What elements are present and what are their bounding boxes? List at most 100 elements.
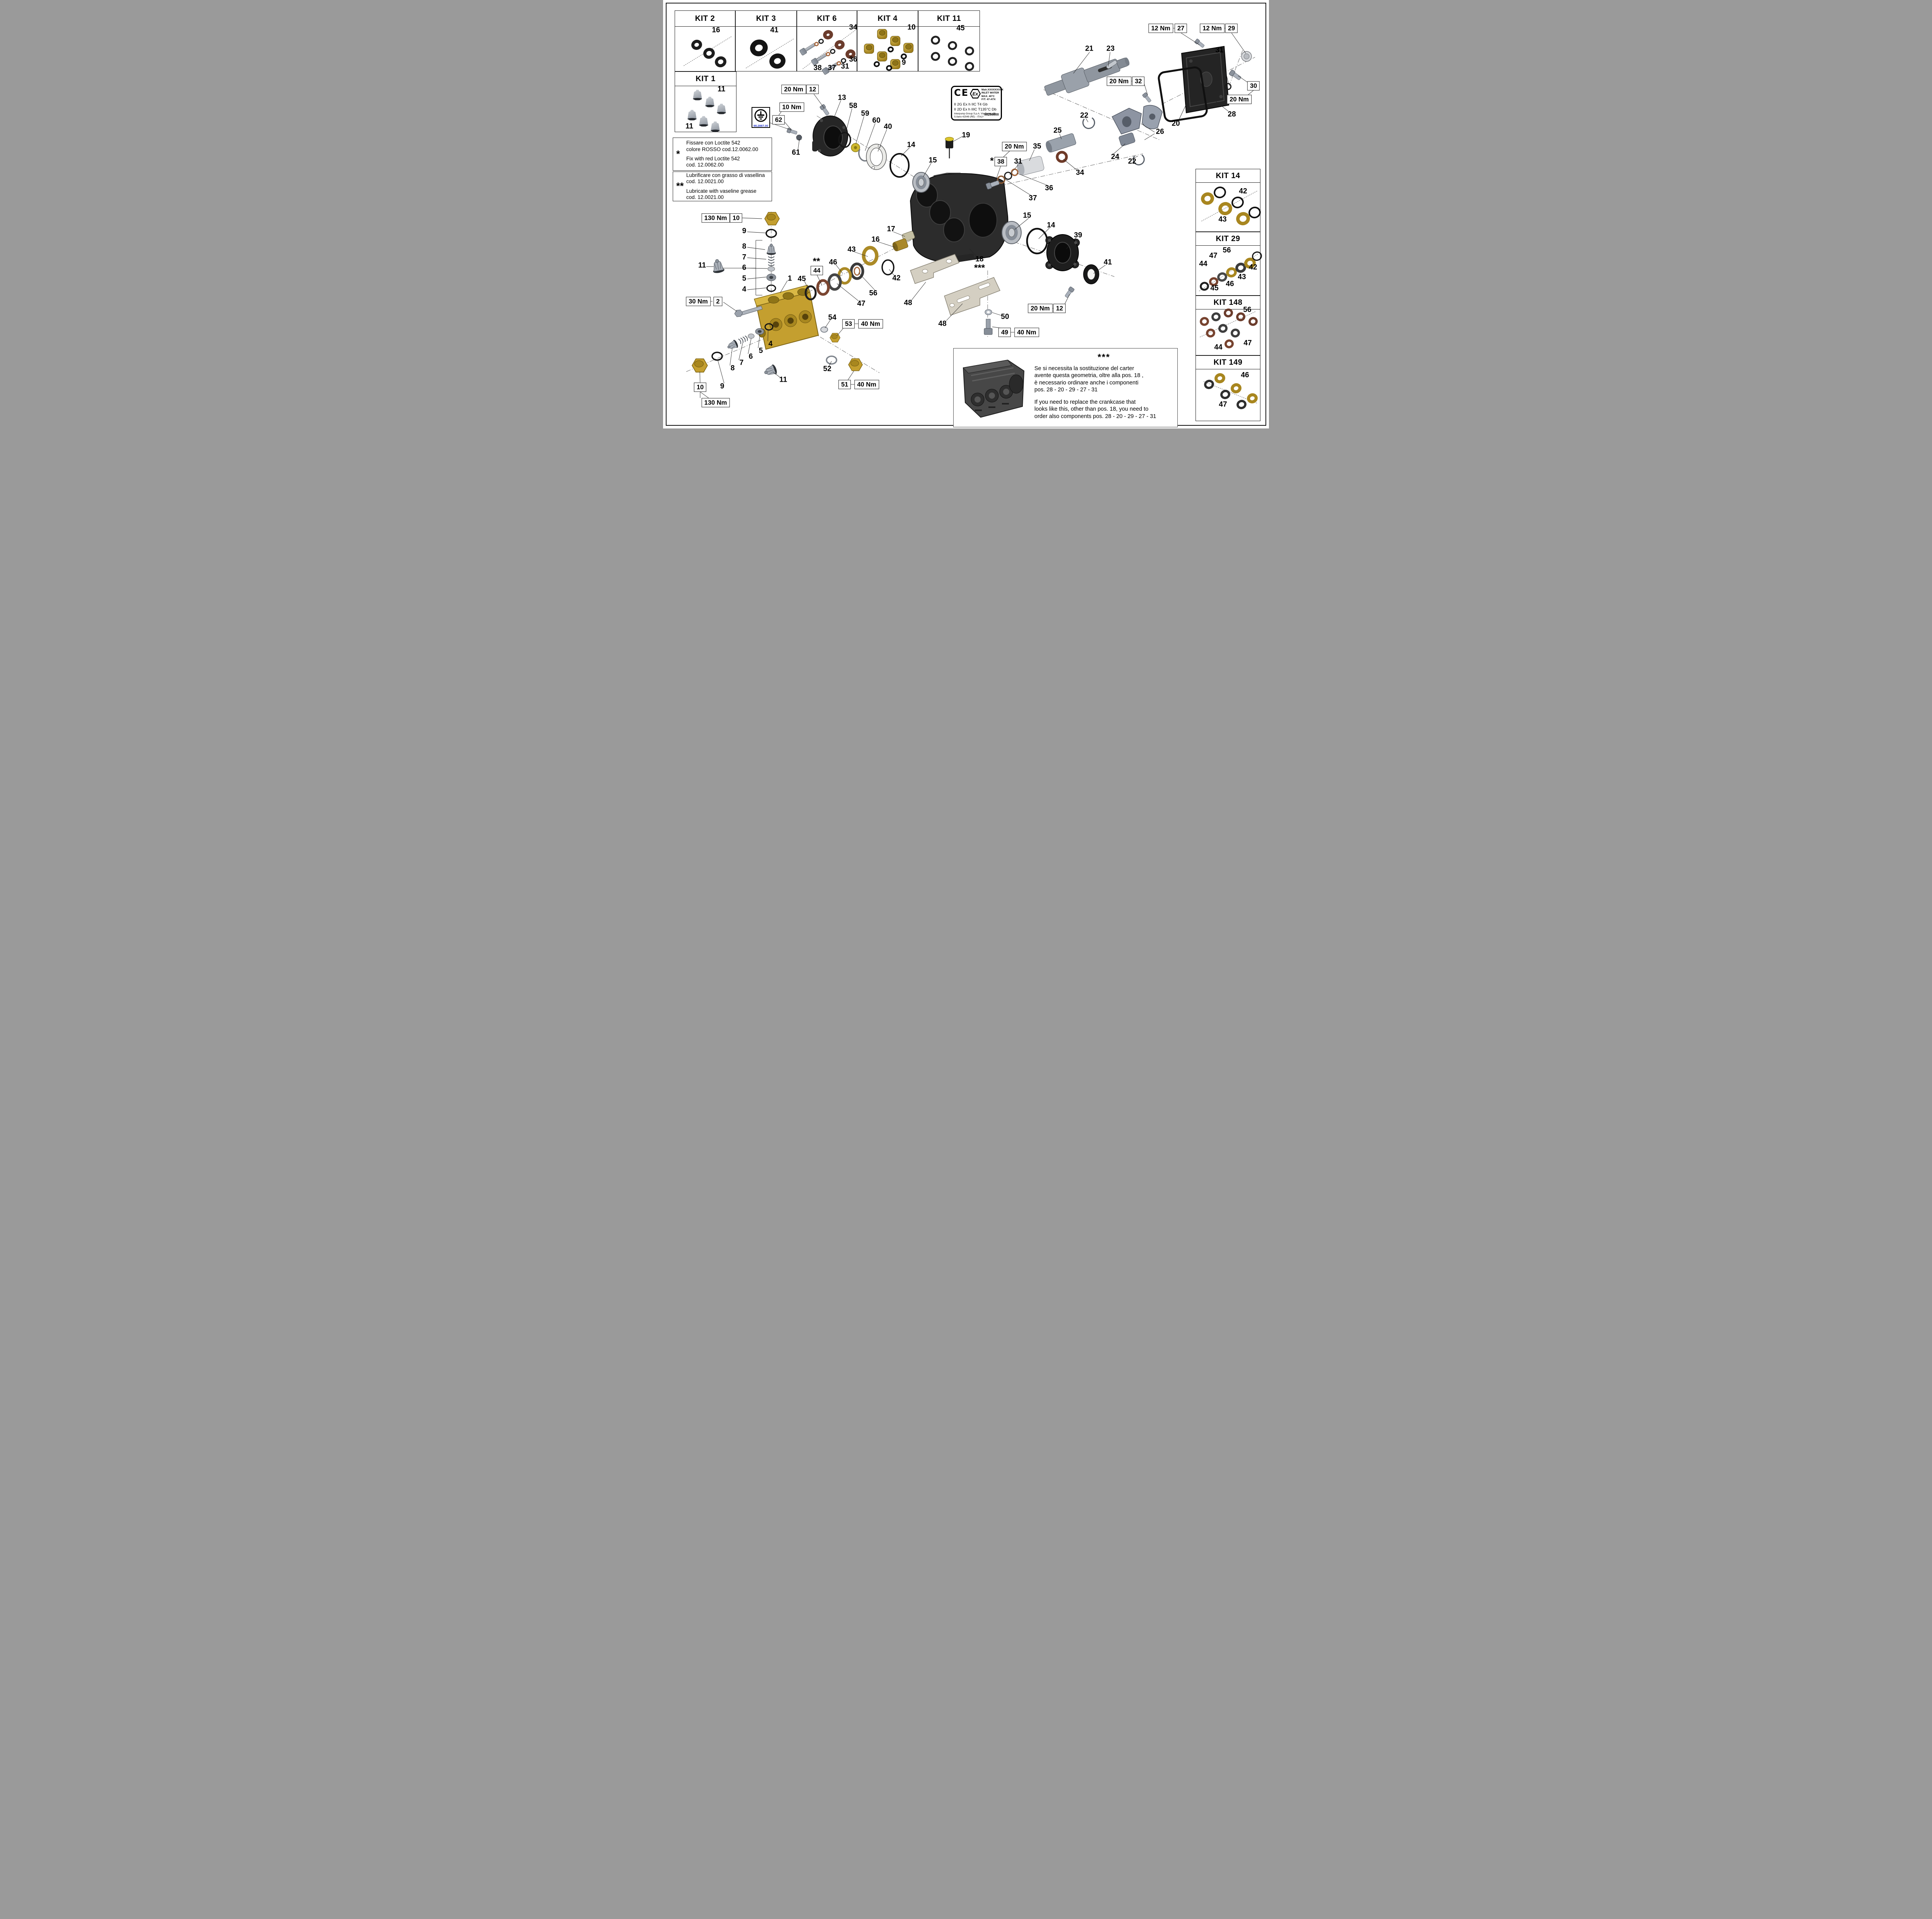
ring-45 — [804, 285, 817, 301]
washer-50 — [985, 309, 992, 315]
callout-13: 13 — [838, 93, 846, 102]
label-30: 30 — [1247, 81, 1260, 90]
callout-43: 43 — [1218, 215, 1227, 224]
ce-plate-info: Matr.XXXXXXXXX INLET WATER MAX. 40°C F/T… — [981, 88, 1003, 102]
callout-11: 11 — [685, 122, 694, 131]
callout-31: 31 — [1014, 157, 1022, 166]
callout-31: 31 — [1215, 46, 1224, 54]
callout-8: 8 — [742, 242, 747, 251]
callout-56: 56 — [1223, 246, 1231, 255]
head-bolt-2 — [734, 306, 763, 317]
callout-9: 9 — [901, 58, 906, 67]
callout-34: 34 — [1076, 168, 1084, 177]
seal-56 — [850, 262, 864, 280]
callout-4: 4 — [768, 340, 773, 348]
label-51: 51 — [838, 380, 851, 389]
label-27: 27 — [1174, 24, 1187, 33]
bushing-24 — [1119, 133, 1135, 146]
label-30-Nm: 30 Nm — [686, 297, 711, 306]
kit-box-kit-6: KIT 6 — [797, 10, 857, 75]
callout-60: 60 — [872, 116, 881, 125]
callout-21: 21 — [1085, 44, 1094, 53]
callout-22: 22 — [1080, 111, 1088, 120]
callout-6: 6 — [742, 263, 747, 272]
callout-19: 19 — [962, 131, 970, 139]
callout-56: 56 — [869, 289, 878, 297]
label-2: 2 — [713, 297, 723, 306]
kit-title: KIT 14 — [1196, 169, 1260, 183]
callout-14: 14 — [1047, 221, 1055, 229]
label-49: 49 — [998, 328, 1011, 337]
shim-40 — [866, 144, 887, 170]
callout-47: 47 — [857, 299, 866, 308]
callout-39: 39 — [1074, 231, 1082, 240]
circlip-22b — [1133, 154, 1145, 166]
label-12: 12 — [806, 85, 819, 94]
callout-42: 42 — [892, 274, 901, 282]
note-crankcase-text: *** Se si necessita la sostituzione del … — [1033, 348, 1177, 427]
callout-22: 22 — [1128, 157, 1136, 166]
callout-40: 40 — [884, 122, 892, 131]
callout-59: 59 — [861, 109, 869, 118]
bearing-15a — [912, 172, 930, 193]
kit-box-kit-2: KIT 2 — [675, 10, 735, 71]
callout-9: 9 — [720, 382, 724, 391]
callout-41: 41 — [1104, 258, 1112, 267]
brass-plug — [864, 44, 874, 54]
rear-cover-28 — [1181, 46, 1230, 114]
callout-25: 25 — [1053, 126, 1062, 135]
piston-pin-25 — [1046, 133, 1077, 153]
callout-1: 1 — [787, 274, 792, 283]
callout-8: 8 — [730, 364, 735, 372]
callout-37: 37 — [1029, 194, 1037, 202]
callout-24: 24 — [1111, 153, 1119, 161]
oring-14a — [889, 153, 910, 178]
oring-42 — [881, 259, 895, 275]
ce-mark: CE — [954, 87, 969, 98]
kit-box-kit-14: KIT 14 — [1196, 169, 1262, 232]
bearing-15b — [1002, 221, 1022, 244]
bracket-48b — [944, 277, 1001, 316]
label-29: 29 — [1225, 24, 1238, 33]
brass-plug — [890, 36, 900, 46]
callout-46: 46 — [1226, 280, 1234, 288]
note-loctite-star: * — [676, 148, 680, 160]
ce-address: 98288800 Interpump Group S.p.A. Via Ferm… — [954, 112, 999, 118]
ex-hexagon-icon: Ex — [970, 89, 981, 99]
label-53: 53 — [842, 319, 855, 328]
ce-atex-plate: CE Ex Matr.XXXXXXXXX INLET WATER MAX. 40… — [951, 86, 1003, 121]
ce-max: MAX. 40°C — [981, 95, 995, 98]
brass-plug — [877, 29, 887, 39]
bearing-cover-39 — [1045, 234, 1080, 271]
label-20-Nm: 20 Nm — [1028, 304, 1053, 313]
kit-box-kit-149: KIT 149 — [1196, 355, 1260, 421]
sleeve-35 — [1017, 156, 1044, 175]
callout-48: 48 — [938, 320, 947, 328]
seal-44 — [816, 279, 830, 296]
callout-6: 6 — [748, 352, 753, 361]
callout-16: 16 — [871, 235, 880, 244]
callout-47: 47 — [1219, 400, 1227, 409]
ground-symbol-icon — [754, 109, 767, 122]
callout-45: 45 — [1210, 284, 1219, 292]
label-20-Nm: 20 Nm — [1002, 142, 1027, 151]
kit-box-kit-3: KIT 3 — [735, 10, 797, 71]
callout-28: 28 — [1228, 110, 1236, 119]
label-12-Nm: 12 Nm — [1200, 24, 1225, 33]
callout-16: 16 — [712, 26, 720, 34]
label-20-Nm: 20 Nm — [1107, 76, 1131, 86]
valve-assembly — [705, 97, 714, 107]
atex-class-dust: II 2D Ex h IIIC T135°C Db — [954, 107, 997, 112]
callout-58: 58 — [849, 102, 857, 110]
callout-15: 15 — [1023, 211, 1031, 220]
seal-47 — [827, 273, 842, 291]
label-62: 62 — [772, 115, 785, 124]
ground-label-code: 98.2887.00 — [753, 124, 768, 127]
brass-plug — [877, 51, 887, 61]
brass-plug — [903, 43, 913, 53]
label-40-Nm: 40 Nm — [1014, 328, 1039, 337]
ce-ft: F/T: 47-ATX — [981, 98, 996, 101]
washer-34 — [1056, 151, 1068, 163]
